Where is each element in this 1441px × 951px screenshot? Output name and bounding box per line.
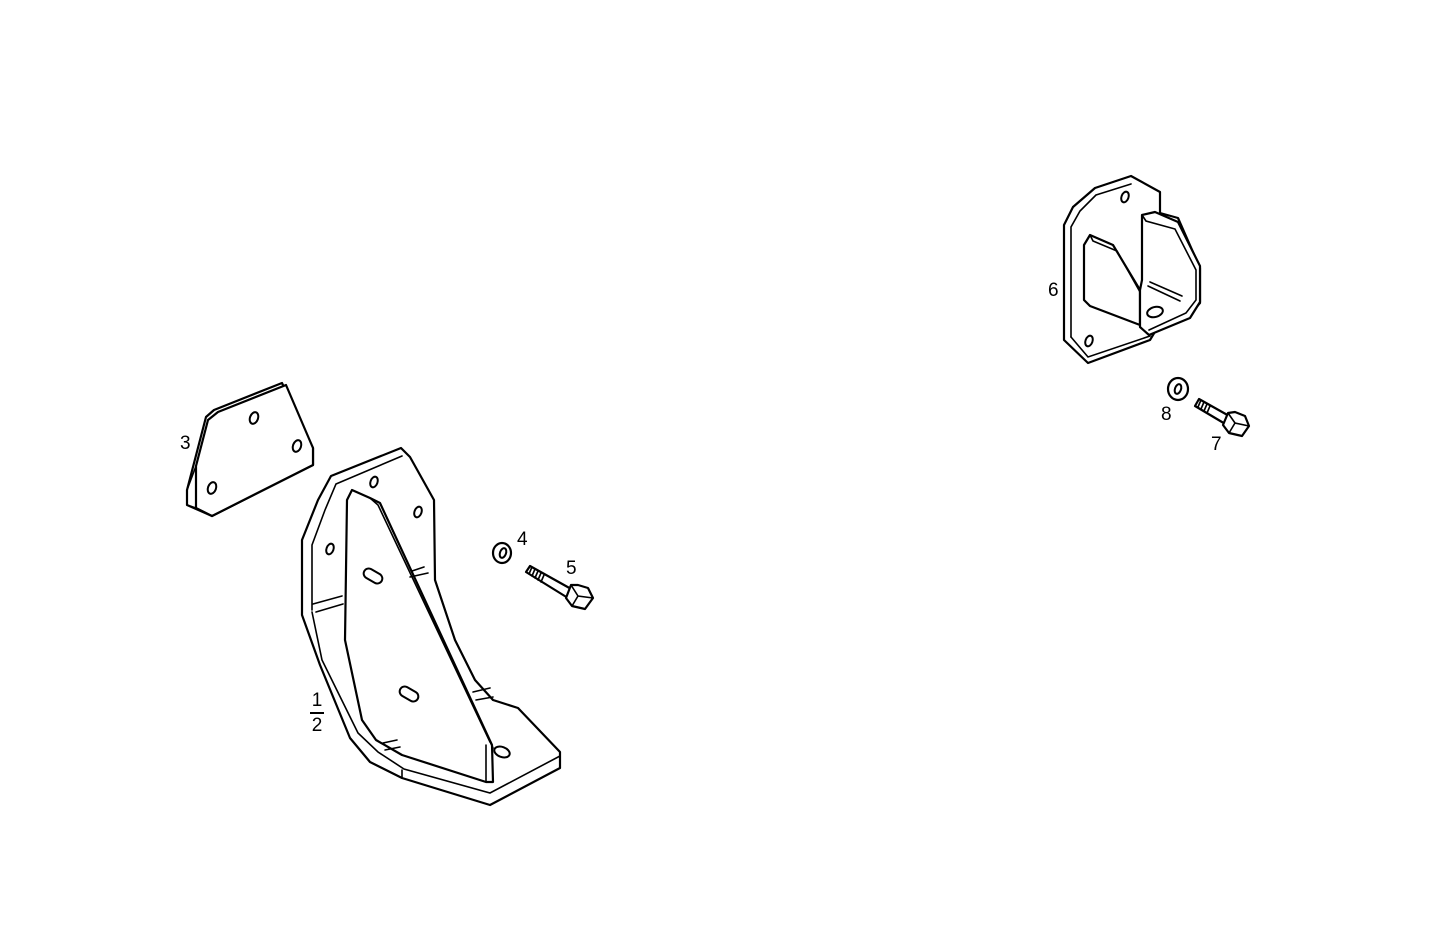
washer-part-4 [491, 541, 513, 565]
fraction-bar [310, 712, 324, 714]
bolt-part-7 [1193, 397, 1251, 438]
callout-part-2: 2 [311, 715, 323, 736]
bracket-part-1-2 [300, 446, 562, 807]
bracket-part-6 [1062, 174, 1202, 365]
callout-part-3: 3 [180, 433, 191, 454]
callout-part-4: 4 [517, 529, 528, 550]
callout-part-1-2: 1 2 [310, 691, 324, 735]
callout-part-5: 5 [566, 558, 577, 579]
bolt-part-5 [524, 564, 595, 611]
plate-part-3 [185, 381, 315, 518]
callout-part-1: 1 [311, 690, 323, 711]
callout-part-6: 6 [1048, 280, 1059, 301]
washer-part-8 [1166, 376, 1190, 402]
callout-part-7: 7 [1211, 434, 1222, 455]
callout-part-8: 8 [1161, 404, 1172, 425]
